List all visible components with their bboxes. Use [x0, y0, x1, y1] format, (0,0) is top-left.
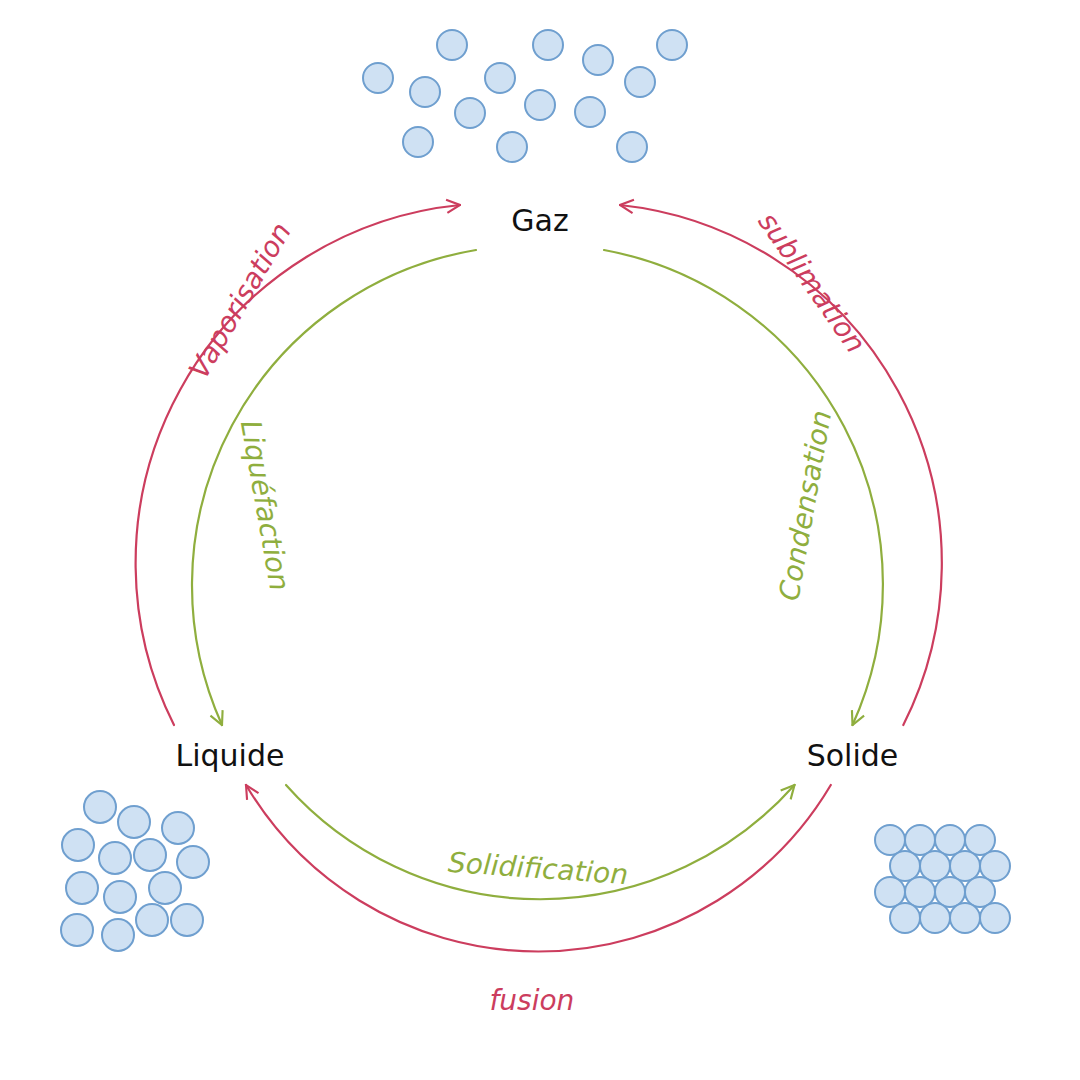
- liquid-particles: [61, 791, 209, 951]
- solid-particle: [935, 825, 965, 855]
- vaporisation-arrow: [136, 205, 460, 725]
- gas-particle: [583, 45, 613, 75]
- transition-label: Condensation: [772, 407, 838, 602]
- liquid-particle: [99, 842, 131, 874]
- solid-particle: [875, 877, 905, 907]
- gas-particle: [455, 98, 485, 128]
- gas-particle: [403, 127, 433, 157]
- solid-particles: [875, 825, 1010, 933]
- solid-particle: [920, 903, 950, 933]
- liquid-particle: [136, 904, 168, 936]
- gas-particle: [575, 97, 605, 127]
- solid-particle: [950, 851, 980, 881]
- transition-label: Solidification: [447, 845, 629, 890]
- gas-particle: [657, 30, 687, 60]
- gas-particles: [363, 30, 687, 162]
- gas-particle: [437, 30, 467, 60]
- solid-particle: [980, 903, 1010, 933]
- solid-particle: [875, 825, 905, 855]
- solid-particle: [905, 825, 935, 855]
- transition-label: Liquéfaction: [234, 417, 296, 592]
- liquid-particle: [118, 806, 150, 838]
- solid-particle: [920, 851, 950, 881]
- liquid-particle: [104, 881, 136, 913]
- gas-particle: [625, 67, 655, 97]
- gas-particle: [410, 77, 440, 107]
- solid-particle: [935, 877, 965, 907]
- gas-particle: [497, 132, 527, 162]
- gas-particle: [533, 30, 563, 60]
- liquid-particle: [102, 919, 134, 951]
- transition-label: Vaporisation: [182, 216, 298, 383]
- liquid-particle: [66, 872, 98, 904]
- solid-particle: [890, 903, 920, 933]
- solidification-arrow: [286, 785, 795, 899]
- solid-particle: [950, 903, 980, 933]
- transition-label: sublimation: [751, 205, 872, 358]
- liquid-particle: [62, 829, 94, 861]
- liquid-particle: [149, 872, 181, 904]
- gas-state: Gaz: [460, 190, 620, 250]
- fusion-arrow: [246, 785, 831, 952]
- state-name: Gaz: [511, 203, 568, 238]
- liquid-particle: [162, 812, 194, 844]
- gas-particle: [485, 63, 515, 93]
- state-name: Liquide: [176, 738, 285, 773]
- liquid-particle: [134, 839, 166, 871]
- solid-particle: [965, 825, 995, 855]
- solid-state: Solide: [780, 725, 925, 785]
- solid-particle: [965, 877, 995, 907]
- transition-label: fusion: [490, 984, 575, 1017]
- liquid-particle: [171, 904, 203, 936]
- sublimation-arrow: [620, 205, 942, 725]
- solid-particle: [980, 851, 1010, 881]
- gas-particle: [363, 63, 393, 93]
- state-name: Solide: [807, 738, 899, 773]
- gas-particle: [525, 90, 555, 120]
- solid-particle: [905, 877, 935, 907]
- liquid-particle: [84, 791, 116, 823]
- gas-particle: [617, 132, 647, 162]
- solid-particle: [890, 851, 920, 881]
- liquid-particle: [177, 846, 209, 878]
- liquid-particle: [61, 914, 93, 946]
- liquid-state: Liquide: [150, 725, 310, 785]
